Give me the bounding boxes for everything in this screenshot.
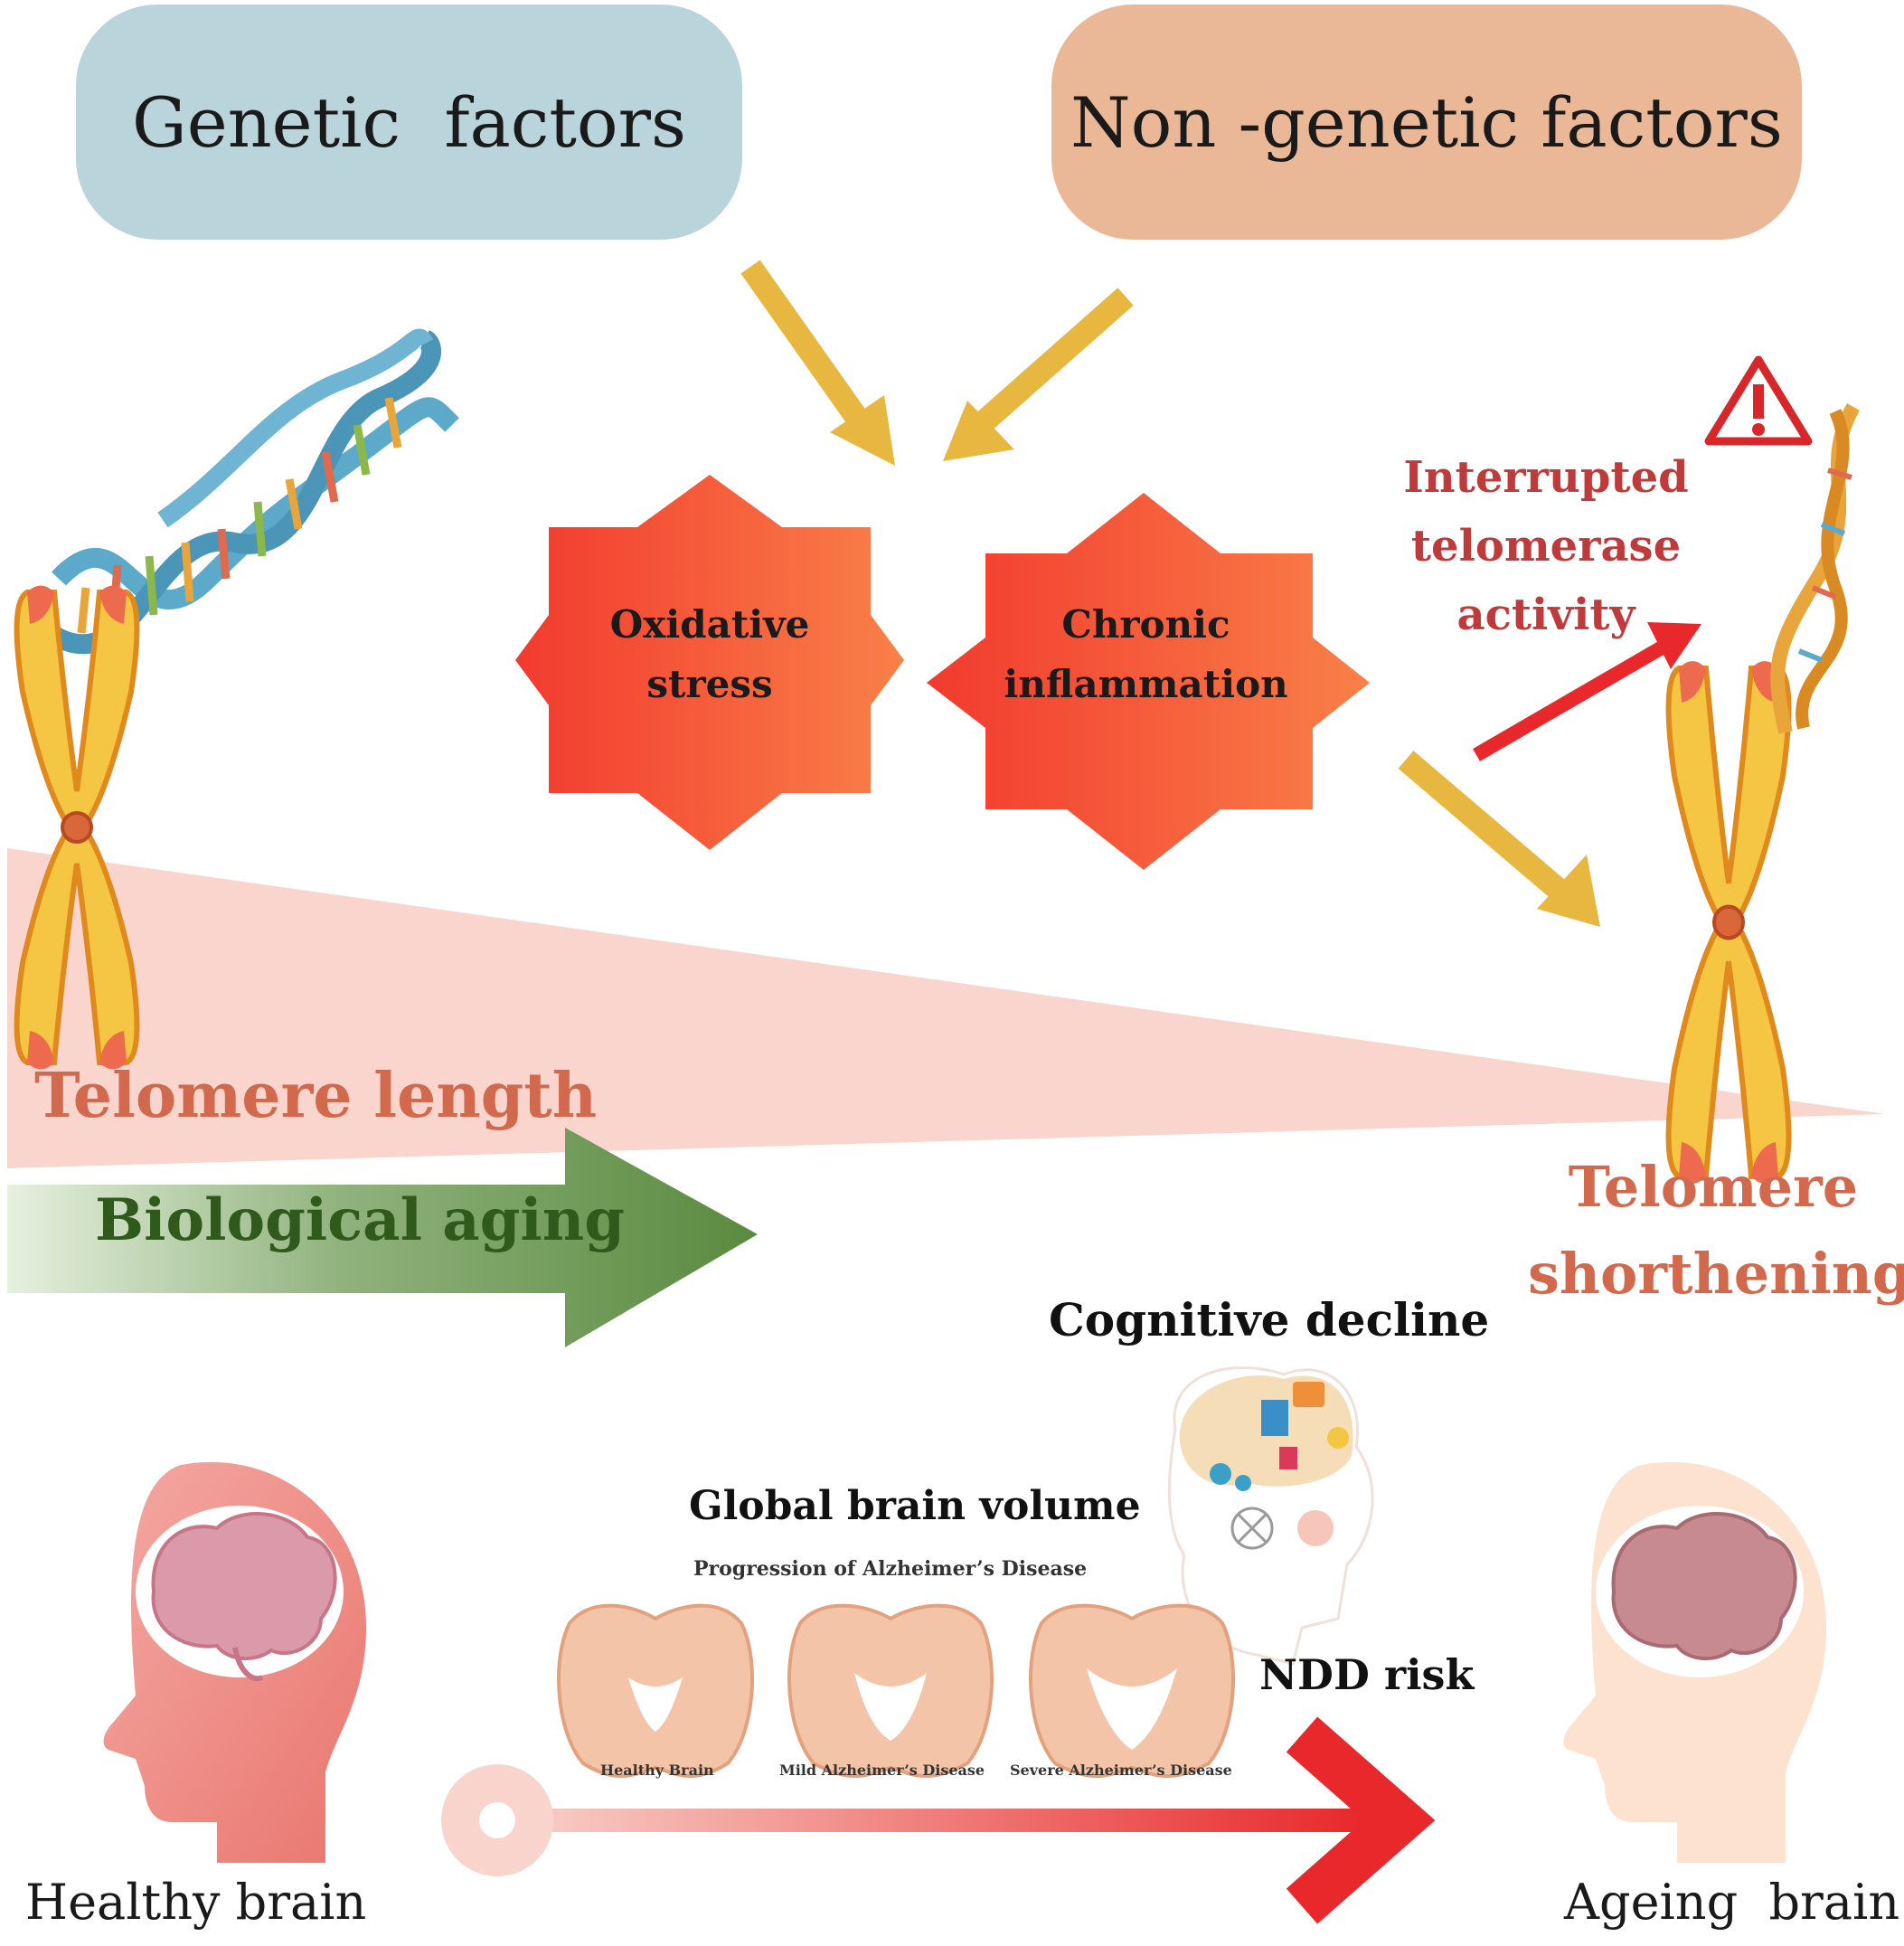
alzheimers-stage-label: Severe Alzheimer’s Disease bbox=[1010, 1762, 1232, 1779]
non-genetic-factors-box: Non -genetic factors bbox=[1051, 5, 1802, 240]
alzheimers-stage-label: Healthy Brain bbox=[600, 1762, 714, 1779]
arrow-to-telomerase bbox=[1472, 622, 1701, 761]
arrow-nongenetic-to-stress bbox=[943, 288, 1134, 461]
brain-section-icon bbox=[1029, 1603, 1235, 1778]
telomerase-label: Interrupted telomerase activity bbox=[1403, 452, 1689, 640]
ageing-brain-label: Ageing brain bbox=[1564, 1874, 1900, 1931]
genetic-factors-label: Genetic factors bbox=[132, 81, 686, 163]
biological-aging-label: Biological aging bbox=[95, 1186, 625, 1254]
warning-icon bbox=[1704, 355, 1813, 446]
ndd-risk-label: NDD risk bbox=[1259, 1650, 1475, 1699]
biological-aging-arrow bbox=[7, 1128, 758, 1347]
chronic-inflammation-label: Chronic inflammation bbox=[1004, 602, 1288, 706]
brain-section-icon bbox=[557, 1603, 754, 1778]
arrow-inflammation-to-shortening bbox=[1398, 751, 1600, 927]
global-brain-volume-label: Global brain volume bbox=[689, 1483, 1141, 1529]
telomere-shortening-label: Telomere shorthening bbox=[1528, 1154, 1904, 1307]
cognitive-decline-label: Cognitive decline bbox=[1049, 1293, 1490, 1346]
non-genetic-factors-label: Non -genetic factors bbox=[1070, 81, 1783, 163]
cognitive-head-icon bbox=[1167, 1366, 1374, 1666]
oxidative-stress-star bbox=[515, 475, 904, 850]
oxidative-stress-label: Oxidative stress bbox=[609, 602, 810, 706]
chronic-inflammation-star bbox=[927, 493, 1370, 870]
head-brain-icon bbox=[1563, 1461, 1826, 1863]
telomere-length-label: Telomere length bbox=[34, 1060, 598, 1132]
genetic-factors-box: Genetic factors bbox=[76, 5, 742, 240]
dna-helix-icon bbox=[1770, 403, 1861, 734]
brain-section-icon bbox=[787, 1603, 994, 1778]
alzheimers-panel-title: Progression of Alzheimer’s Disease bbox=[693, 1557, 1088, 1581]
alzheimers-stage-label: Mild Alzheimer’s Disease bbox=[779, 1762, 985, 1779]
arrow-genetic-to-stress bbox=[740, 260, 895, 466]
brain-progression-arrow bbox=[441, 1716, 1436, 1924]
telomere-length-wedge bbox=[7, 848, 1885, 1168]
healthy-brain-label: Healthy brain bbox=[25, 1874, 367, 1931]
head-brain-icon bbox=[103, 1461, 367, 1863]
